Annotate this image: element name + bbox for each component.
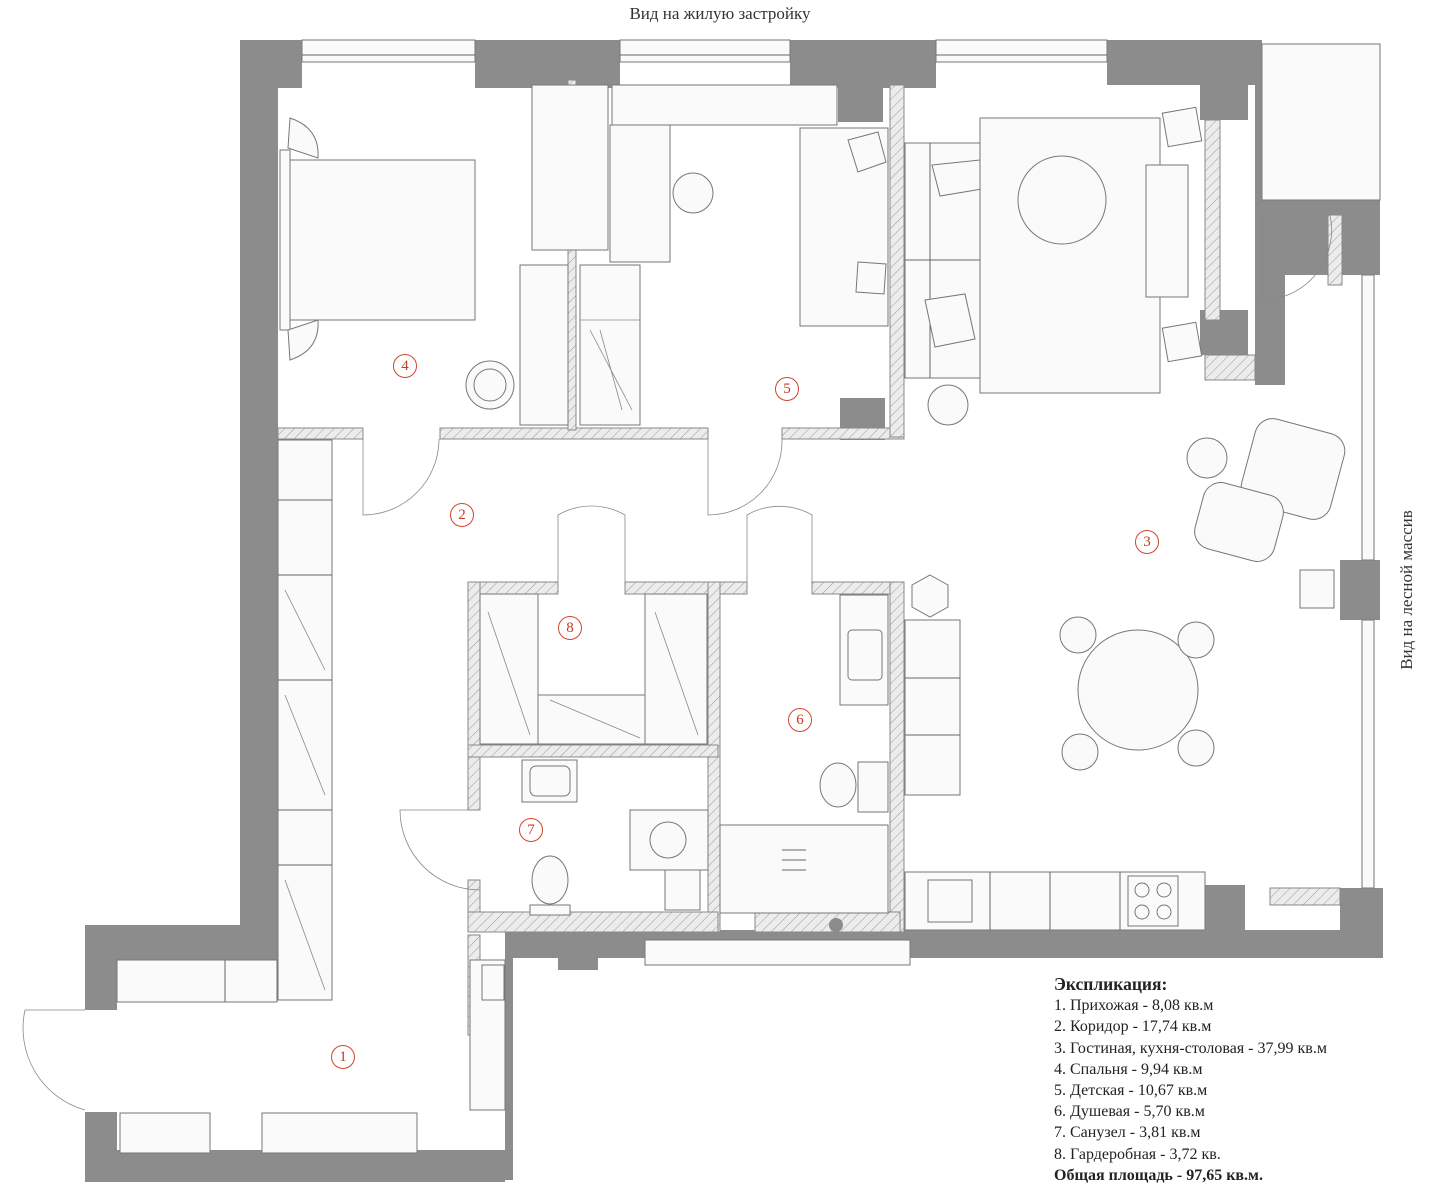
- explication-item: 4. Спальня - 9,94 кв.м: [1054, 1060, 1203, 1078]
- side-table-icon: [927, 384, 969, 426]
- wardrobe-icon: [579, 264, 641, 426]
- toilet-icon: [529, 855, 571, 916]
- lamp-icon: [1161, 106, 1203, 148]
- window-icon: [119, 39, 1381, 1154]
- explication-item: 8. Гардеробная - 3,72 кв.: [1054, 1145, 1221, 1163]
- door-swing-icon: [22, 214, 1333, 1111]
- explication-item: 1. Прихожая - 8,08 кв.м: [1054, 997, 1214, 1015]
- shower-icon: [719, 824, 889, 932]
- room-number-8: 8: [558, 616, 582, 640]
- bed-icon: [279, 117, 476, 361]
- side-table-icon: [1186, 437, 1228, 479]
- wardrobe-icon: [479, 593, 708, 745]
- room-number-1: 1: [331, 1045, 355, 1069]
- washing-machine-icon: [629, 809, 709, 911]
- fireplace-icon: [1299, 569, 1335, 609]
- tv-unit-icon: [1145, 164, 1189, 298]
- top-view-caption: Вид на жилую застройку: [629, 4, 811, 23]
- explication-item: 7. Санузел - 3,81 кв.м: [1054, 1124, 1201, 1142]
- explication-legend: Экспликация: 1. Прихожая - 8,08 кв.м 2. …: [1054, 974, 1434, 1186]
- lamp-icon: [1161, 321, 1203, 363]
- sink-icon: [927, 879, 973, 923]
- stove-icon: [1127, 875, 1179, 927]
- wardrobe-icon: [519, 264, 569, 426]
- room-number-6: 6: [788, 708, 812, 732]
- armchair-icon: [465, 360, 515, 410]
- explication-item: 6. Душевая - 5,70 кв.м: [1054, 1103, 1205, 1121]
- bed-icon: [799, 127, 889, 327]
- wardrobe-icon: [116, 439, 506, 1111]
- toilet-icon: [819, 761, 889, 813]
- explication-title: Экспликация:: [1054, 974, 1168, 994]
- explication-item: 3. Гостиная, кухня-столовая - 37,99 кв.м: [1054, 1039, 1327, 1057]
- sink-icon: [521, 759, 578, 803]
- stool-icon: [911, 574, 949, 618]
- exterior-walls: [85, 40, 1383, 1182]
- room-number-2: 2: [450, 503, 474, 527]
- explication-item: 2. Коридор - 17,74 кв.м: [1054, 1018, 1212, 1036]
- armchair-icon: [1194, 418, 1346, 562]
- explication-item: 5. Детская - 10,67 кв.м: [1054, 1082, 1208, 1100]
- coffee-table-icon: [1017, 155, 1107, 245]
- explication-total: Общая площадь - 97,65 кв.м.: [1054, 1166, 1263, 1184]
- room-number-5: 5: [775, 377, 799, 401]
- wardrobe-icon: [531, 84, 609, 251]
- room-number-4: 4: [393, 354, 417, 378]
- sink-icon: [839, 594, 889, 706]
- room-number-3: 3: [1135, 530, 1159, 554]
- desk-icon: [609, 84, 838, 263]
- right-view-caption-text: Вид на лесной массив: [1397, 510, 1416, 670]
- dining-table-icon: [1059, 616, 1215, 771]
- room-number-7: 7: [519, 818, 543, 842]
